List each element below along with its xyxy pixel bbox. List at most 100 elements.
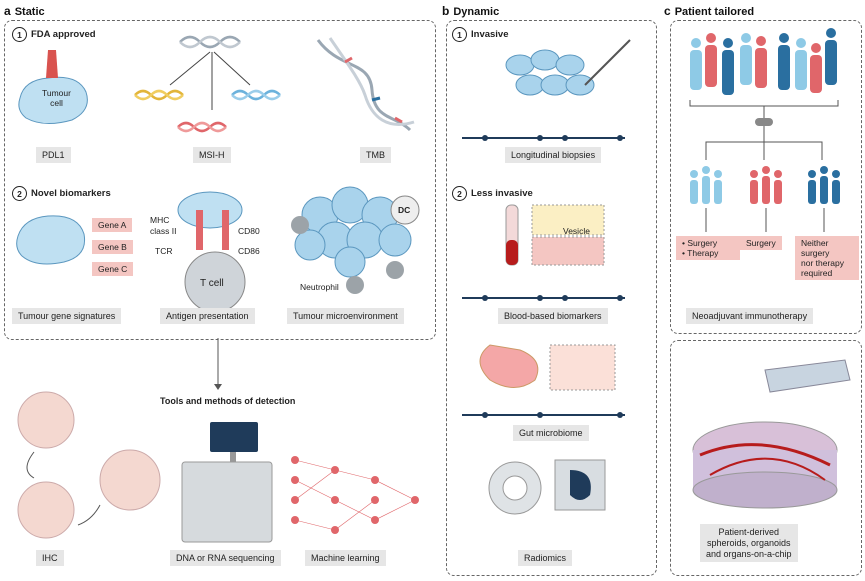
msi-dna-icon [134,35,281,133]
outcome-surgery: Surgery [740,236,782,250]
less-invasive-title: Less invasive [471,188,533,199]
less-invasive-number: 2 [452,186,467,201]
panel-c-box [670,20,862,334]
invasive-heading: 1 Invasive [452,27,509,42]
tumour-cell-line-1: Tumour [42,88,71,98]
panel-b-title-text: Dynamic [453,6,500,18]
outcome-surgery-therapy: • Surgery • Therapy [676,236,740,260]
cd80-label: CD80 [238,226,260,236]
vesicle-box [531,204,605,236]
novel-heading: 2 Novel biomarkers [12,186,111,201]
branch-lines [705,126,823,160]
microenvironment-cluster-icon [294,186,412,278]
tcr-label: TCR [155,246,173,256]
antigen-presentation-label: Antigen presentation [160,308,255,324]
blood-label: Blood-based biomarkers [498,308,608,324]
ihc-sample-3-icon [99,449,161,511]
outcome-neither: Neither surgery nor therapy required [795,236,859,280]
outcome-3-line-1: Neither [801,238,829,248]
blood-cells-box [531,236,605,266]
panel-c-letter: c [664,4,671,18]
msih-label: MSI-H [193,147,231,163]
panel-b-box [446,20,657,576]
ml-label: Machine learning [305,550,386,566]
outcome-3-line-4: required [801,268,833,278]
cd80-receptor-icon [222,210,229,250]
models-line-3: and organs-on-a-chip [706,548,792,559]
panel-a-box [4,20,436,340]
fda-heading: 1 FDA approved [12,27,96,42]
mhc-receptor-icon [196,210,203,250]
vesicle-label: Vesicle [563,226,590,236]
less-invasive-heading: 2 Less invasive [452,186,533,201]
tmb-label: TMB [360,147,391,163]
monitor-icon [210,422,258,452]
models-line-2: spheroids, organoids [707,537,791,548]
ihc-sample-2-icon [17,481,75,539]
tools-title: Tools and methods of detection [160,396,296,406]
gene-signatures-label: Tumour gene signatures [12,308,122,324]
panel-c-title-text: Patient tailored [674,6,755,18]
dc-label: DC [398,205,411,215]
novel-number: 2 [12,186,27,201]
ihc-arrow-2 [77,504,101,526]
novel-title: Novel biomarkers [31,188,111,199]
tcell-label: T cell [200,278,224,289]
gene-cell-icon [16,215,86,265]
neural-network-icon [294,459,416,531]
tumour-cell-line-2: cell [50,98,63,108]
invasive-number: 1 [452,27,467,42]
ihc-label: IHC [36,550,64,566]
class2-label: class II [150,226,177,236]
neural-nodes [291,456,419,534]
outcome-1-line-2: • Therapy [682,248,719,258]
longitudinal-label: Longitudinal biopsies [505,147,602,163]
biopsy-tissue-icon [505,49,595,96]
cd86-label: CD86 [238,246,260,256]
dc-cell-icon [390,195,420,225]
invasive-title: Invasive [471,29,509,40]
fda-title: FDA approved [31,29,96,40]
patient-crowd-icon [690,28,837,95]
neutrophil-icons [291,216,404,294]
microbe-box [549,344,616,391]
panel-c-models-box [670,340,862,576]
outcome-3-line-3: nor therapy [801,258,844,268]
gene-c-label: Gene C [92,262,134,276]
pdl1-label: PDL1 [36,147,71,163]
tumour-cell-icon [18,76,88,124]
gene-b-label: Gene B [92,240,133,254]
panel-a-title-text: Static [14,6,45,18]
ihc-arrow-1 [26,451,35,479]
outcome-2-line-1: Surgery [746,238,776,248]
gut-icon [479,344,539,388]
sequencing-label: DNA or RNA sequencing [170,550,281,566]
mhc-label: MHC [150,215,170,225]
chip-icon [764,359,851,393]
outcome-1-line-1: • Surgery [682,238,718,248]
crowd-bracket [689,100,839,118]
panel-b-letter: b [442,4,450,18]
radiomics-label: Radiomics [518,550,573,566]
pill-icon [755,118,773,126]
tmb-dna-icon [316,37,415,132]
neoadjuvant-label: Neoadjuvant immunotherapy [686,308,814,324]
timeline-1-dots [482,135,623,141]
group-icons [690,166,840,204]
fda-number: 1 [12,27,27,42]
microenvironment-label: Tumour microenvironment [287,308,404,324]
neutrophil-label: Neutrophil [300,282,339,292]
outcome-arrows [705,208,825,232]
models-line-1: Patient-derived [718,527,780,537]
biopsy-needle-icon [584,39,631,86]
gut-label: Gut microbiome [513,425,589,441]
gene-a-label: Gene A [92,218,133,232]
pdl1-receptor-icon [46,50,58,78]
models-label: Patient-derived spheroids, organoids and… [700,524,798,563]
panel-a-letter: a [4,4,11,18]
